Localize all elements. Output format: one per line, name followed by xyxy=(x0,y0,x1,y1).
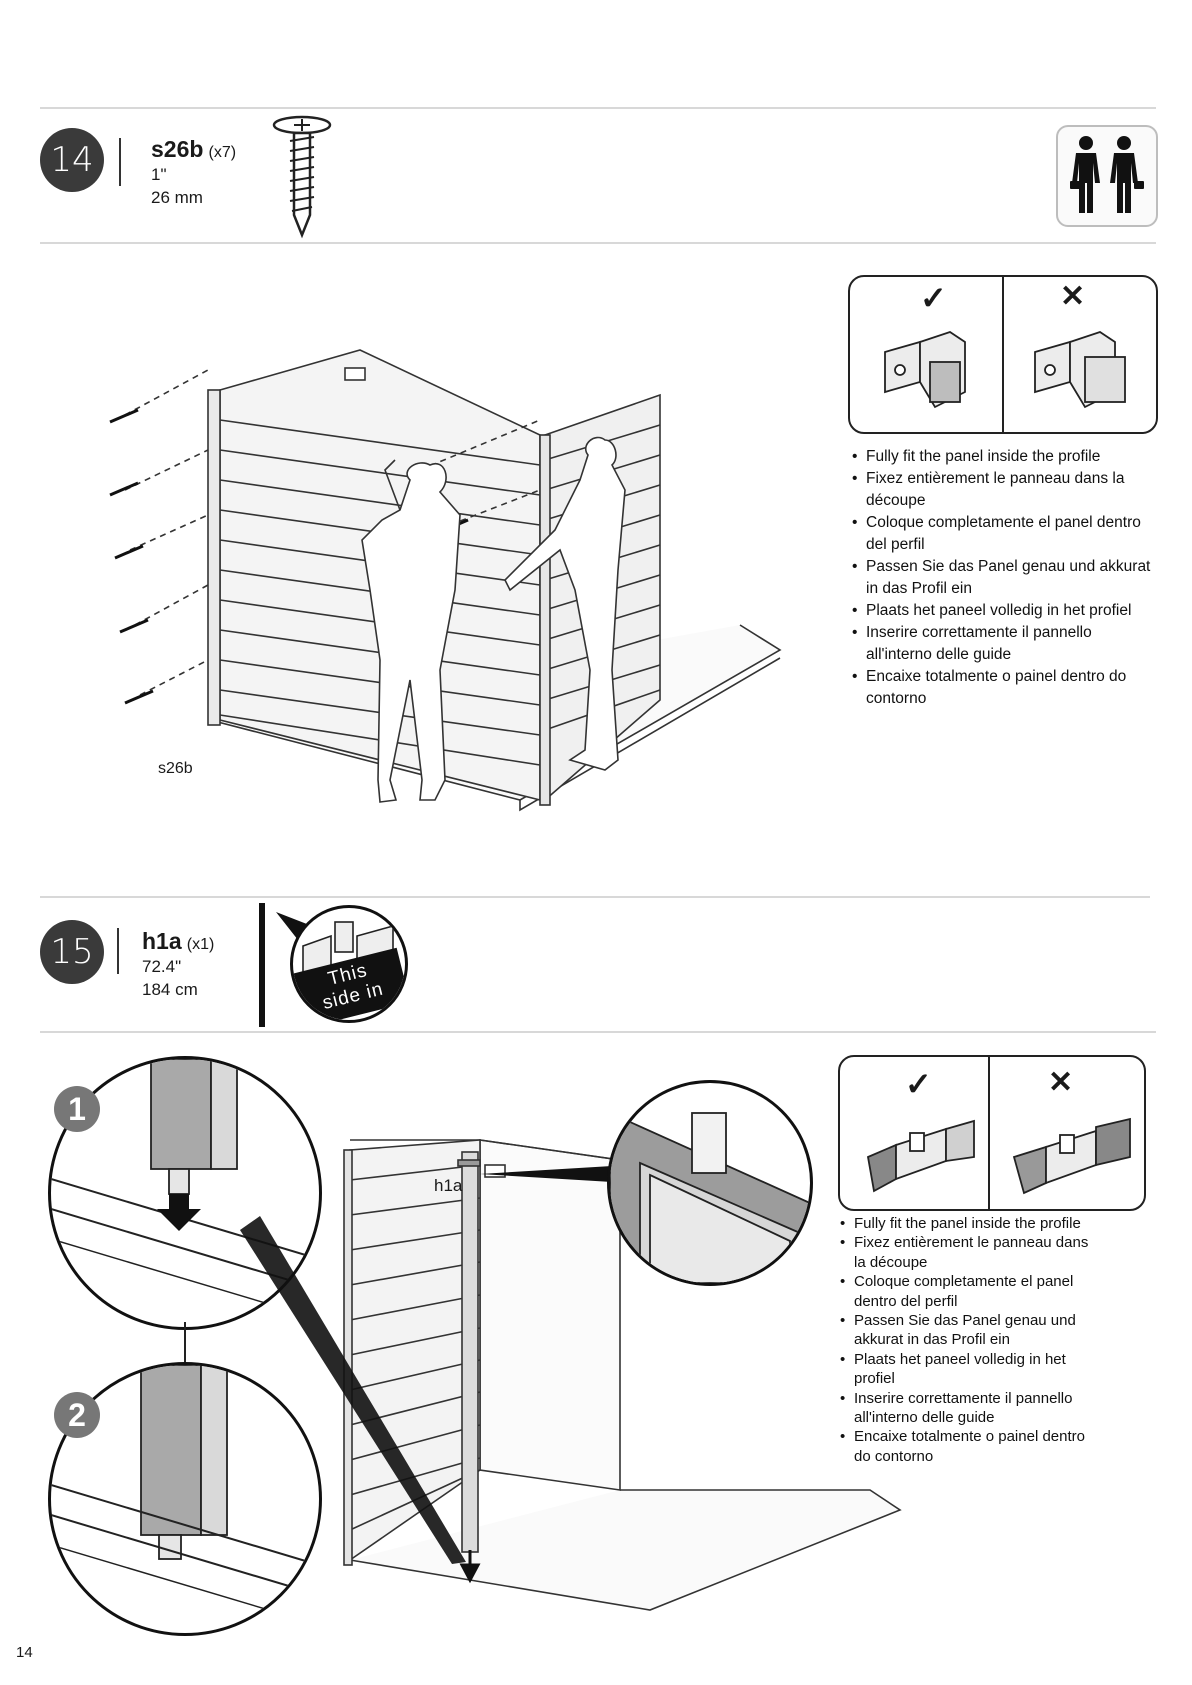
wrong-mark-icon: ✕ xyxy=(1048,1066,1074,1099)
correct-fit-profile-icon xyxy=(884,331,966,409)
step-15-separator xyxy=(117,928,119,974)
instruction-fr: Fixez entièrement le panneau dans la déc… xyxy=(840,1233,1090,1272)
instruction-de: Passen Sie das Panel genau und akkurat i… xyxy=(840,1311,1090,1350)
top-divider xyxy=(40,107,1156,109)
part-quantity: (x1) xyxy=(186,936,215,953)
zoom-connector-line xyxy=(184,1322,186,1366)
instruction-nl: Plaats het paneel volledig in het profie… xyxy=(840,1350,1090,1389)
step-14-instructions: Fully fit the panel inside the profile F… xyxy=(852,446,1152,710)
step-15-illustration xyxy=(240,1139,902,1611)
step-15-fit-comparison: ✓ ✕ xyxy=(838,1055,1146,1211)
part-code: s26b xyxy=(151,136,204,162)
two-people-icon xyxy=(1056,125,1158,227)
profile-top-detail-illustration xyxy=(610,1112,810,1283)
instruction-de: Passen Sie das Panel genau und akkurat i… xyxy=(852,556,1152,600)
step-15-divider xyxy=(40,1031,1156,1033)
comparison-divider xyxy=(1002,277,1004,432)
instruction-it: Inserire correttamente il pannello all'i… xyxy=(840,1389,1090,1428)
screw-label: s26b xyxy=(158,760,193,777)
insert-step-2-illustration xyxy=(51,1365,319,1626)
part-quantity: (x7) xyxy=(208,144,237,161)
correct-mark-icon: ✓ xyxy=(905,1066,932,1102)
part-size-imperial: 1" xyxy=(151,165,167,184)
instruction-es: Coloque completamente el panel dentro de… xyxy=(840,1272,1090,1311)
part-size-metric: 26 mm xyxy=(151,188,203,207)
substep-2-badge: 2 xyxy=(54,1392,100,1438)
substep-1-badge: 1 xyxy=(54,1086,100,1132)
instruction-pt: Encaixe totalmente o painel dentro do co… xyxy=(840,1427,1090,1466)
correct-fit-profile-icon xyxy=(866,1119,975,1193)
part-code: h1a xyxy=(142,928,182,954)
step-15-top-divider xyxy=(40,896,1150,898)
zoom-detail-top xyxy=(607,1080,813,1286)
instruction-fr: Fixez entièrement le panneau dans la déc… xyxy=(852,468,1152,512)
step-14-fit-comparison: ✓ ✕ xyxy=(848,275,1158,434)
page-number: 14 xyxy=(16,1644,33,1661)
step-14-divider xyxy=(40,242,1156,244)
this-side-in-badge: This side in xyxy=(290,905,408,1023)
instruction-es: Coloque completamente el panel dentro de… xyxy=(852,512,1152,556)
profile-label: h1a xyxy=(434,1176,463,1195)
step-15-part-info: h1a (x1) 72.4" 184 cm xyxy=(142,928,214,1001)
screw-icon xyxy=(272,115,332,239)
correct-mark-icon: ✓ xyxy=(920,280,947,316)
profile-bar-icon xyxy=(259,903,265,1027)
instruction-en: Fully fit the panel inside the profile xyxy=(852,446,1152,468)
comparison-divider xyxy=(988,1057,990,1209)
step-15-number: 15 xyxy=(40,920,104,984)
instruction-nl: Plaats het paneel volledig in het profie… xyxy=(852,600,1152,622)
step-14-number: 14 xyxy=(40,128,104,192)
person-icon xyxy=(1070,136,1144,213)
wrong-fit-profile-icon xyxy=(1034,331,1126,409)
wrong-mark-icon: ✕ xyxy=(1060,280,1086,313)
instruction-en: Fully fit the panel inside the profile xyxy=(840,1214,1090,1234)
instruction-it: Inserire correttamente il pannello all'i… xyxy=(852,622,1152,666)
part-size-metric: 184 cm xyxy=(142,980,198,999)
wrong-fit-profile-icon xyxy=(1012,1117,1131,1195)
step-14-illustration xyxy=(109,349,782,812)
step-15-instructions: Fully fit the panel inside the profile F… xyxy=(840,1214,1090,1466)
instruction-pt: Encaixe totalmente o painel dentro do co… xyxy=(852,666,1152,710)
step-14-part-info: s26b (x7) 1" 26 mm xyxy=(151,136,236,209)
step-14-separator xyxy=(119,138,121,186)
part-size-imperial: 72.4" xyxy=(142,957,182,976)
